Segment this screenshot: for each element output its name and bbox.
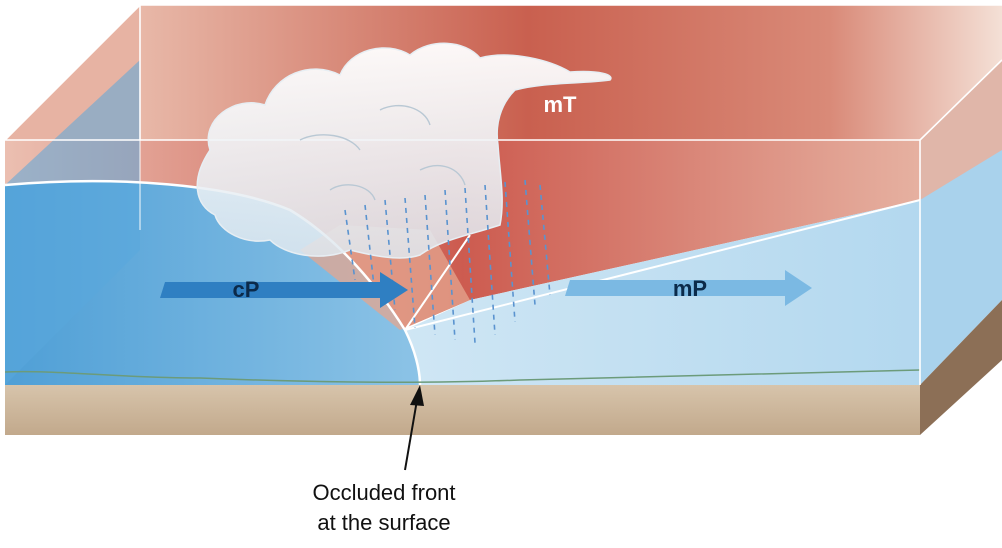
cumulonimbus-cloud: [196, 42, 612, 259]
right-side-warm: [920, 60, 1002, 200]
caption-line-2: at the surface: [317, 510, 450, 535]
upper-front-boundary: [404, 234, 471, 331]
rain-streak: [504, 181, 516, 323]
cool-air-label: mP: [673, 276, 707, 301]
cool-air-arrow: [565, 270, 812, 306]
arrow-pointer-icon: [404, 385, 424, 471]
rain-streak: [424, 194, 436, 336]
cold-air-label: cP: [233, 277, 260, 302]
caption-line-1: Occluded front: [312, 480, 455, 505]
ground-side-face: [920, 300, 1002, 435]
rain-streak: [344, 209, 356, 281]
warm-air-label: mT: [544, 92, 578, 117]
warm-front-boundary: [404, 199, 921, 331]
cold-air-arrow: [160, 272, 408, 308]
rain-streak: [404, 197, 416, 329]
rain-streak: [524, 179, 536, 306]
cold-air-left-side: [5, 60, 140, 385]
ground-terrain-line: [4, 369, 921, 383]
rain-streak: [539, 184, 551, 296]
ground-surface: [5, 385, 920, 435]
